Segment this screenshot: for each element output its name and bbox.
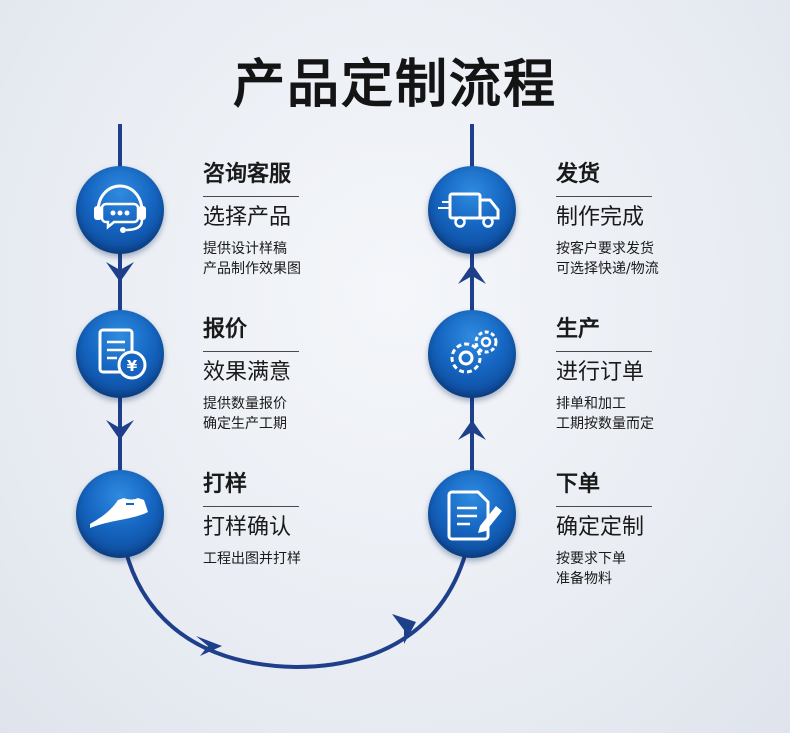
- up-arrow-2: [458, 264, 486, 284]
- sample-shoe-icon: [90, 498, 148, 528]
- divider: [203, 351, 299, 352]
- step-node-order: [428, 470, 516, 558]
- step-detail: 产品制作效果图: [203, 261, 301, 277]
- step-node-production: [428, 310, 516, 398]
- down-arrow-2: [106, 420, 134, 440]
- step-subheading: 进行订单: [556, 360, 645, 385]
- step-detail: 工程出图并打样: [203, 551, 301, 567]
- divider: [203, 196, 299, 197]
- step-subheading: 确定定制: [556, 515, 645, 540]
- customer-service-headset-icon: [94, 184, 146, 233]
- divider: [556, 506, 652, 507]
- quote-document-yen-icon: ¥: [98, 328, 147, 380]
- step-heading: 咨询客服: [203, 162, 292, 187]
- delivery-truck-icon: [438, 192, 500, 228]
- step-subheading: 制作完成: [556, 205, 645, 230]
- order-edit-icon: [447, 490, 502, 541]
- up-arrow-1: [458, 420, 486, 440]
- step-heading: 生产: [556, 317, 601, 342]
- step-subheading: 打样确认: [203, 515, 292, 540]
- step-node-delivery: [428, 166, 516, 254]
- curve-arrow-2: [392, 614, 416, 644]
- step-text-sample: 打样 打样确认 工程出图并打样: [203, 470, 403, 569]
- step-heading: 报价: [203, 317, 248, 342]
- step-node-consult: [76, 166, 164, 254]
- step-detail: 提供设计样稿: [203, 241, 287, 257]
- gears-icon: [450, 330, 498, 374]
- step-heading: 打样: [203, 472, 248, 497]
- step-detail: 提供数量报价: [203, 396, 287, 412]
- step-heading: 发货: [556, 162, 601, 187]
- step-node-quote: ¥: [76, 310, 164, 398]
- step-heading: 下单: [556, 472, 601, 497]
- step-detail: 可选择快递/物流: [556, 261, 659, 277]
- step-text-consult: 咨询客服 选择产品 提供设计样稿 产品制作效果图: [203, 160, 403, 279]
- step-detail: 按要求下单: [556, 551, 626, 567]
- curve-arrow-1: [196, 636, 222, 656]
- step-text-order: 下单 确定定制 按要求下单 准备物料: [556, 470, 756, 589]
- step-text-delivery: 发货 制作完成 按客户要求发货 可选择快递/物流: [556, 160, 756, 279]
- step-detail: 按客户要求发货: [556, 241, 654, 257]
- step-text-quote: 报价 效果满意 提供数量报价 确定生产工期: [203, 315, 403, 434]
- step-node-sample: [76, 470, 164, 558]
- step-detail: 排单和加工: [556, 396, 626, 412]
- divider: [556, 351, 652, 352]
- step-text-production: 生产 进行订单 排单和加工 工期按数量而定: [556, 315, 756, 434]
- step-subheading: 效果满意: [203, 360, 292, 385]
- down-arrow-1: [106, 262, 134, 282]
- step-detail: 确定生产工期: [203, 416, 287, 432]
- step-detail: 准备物料: [556, 571, 612, 587]
- svg-text:¥: ¥: [127, 357, 138, 375]
- divider: [203, 506, 299, 507]
- divider: [556, 196, 652, 197]
- step-subheading: 选择产品: [203, 205, 292, 230]
- step-detail: 工期按数量而定: [556, 416, 654, 432]
- page-title: 产品定制流程: [232, 55, 557, 115]
